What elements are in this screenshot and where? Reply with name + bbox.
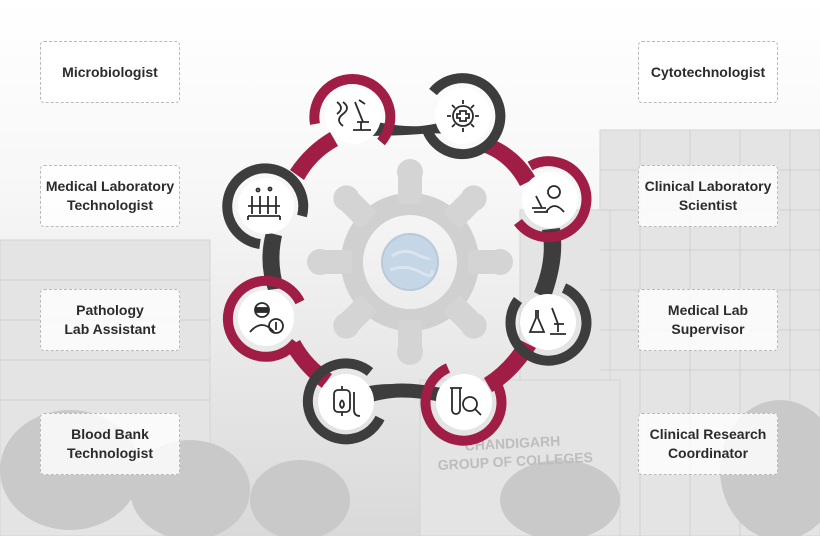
node-flasks-microscope	[505, 283, 592, 366]
node-dna-microscope	[309, 74, 396, 146]
test-tube-rack-icon	[247, 186, 281, 220]
career-label: Pathology Lab Assistant	[64, 302, 156, 337]
node-test-tube-rack	[222, 163, 309, 249]
node-scientist-microscope	[514, 156, 592, 243]
lab-assistant-icon	[249, 302, 284, 334]
career-label: Clinical Laboratory Scientist	[644, 178, 772, 213]
career-label: Medical Laboratory Technologist	[45, 178, 175, 213]
scientist-microscope-icon	[532, 185, 565, 213]
career-label: Medical Lab Supervisor	[667, 302, 749, 337]
career-label: Blood Bank Technologist	[66, 426, 154, 461]
career-card-medical-lab-supervisor: Medical Lab Supervisor	[638, 289, 778, 351]
career-card-clinical-laboratory-scientist: Clinical Laboratory Scientist	[638, 165, 778, 227]
node-lab-assistant	[222, 275, 305, 362]
career-card-blood-bank-technologist: Blood Bank Technologist	[40, 413, 180, 475]
dna-microscope-icon	[336, 99, 371, 131]
node-test-tube-magnifier	[420, 363, 507, 446]
blood-bag-icon	[333, 386, 361, 417]
central-gear-graphic	[307, 159, 513, 365]
node-blood-bag	[302, 358, 385, 445]
career-card-cytotechnologist: Cytotechnologist	[638, 41, 778, 103]
career-card-clinical-research-coordinator: Clinical Research Coordinator	[638, 413, 778, 475]
career-card-microbiologist: Microbiologist	[40, 41, 180, 103]
career-card-pathology-lab-assistant: Pathology Lab Assistant	[40, 289, 180, 351]
career-label: Microbiologist	[62, 63, 158, 80]
career-label: Clinical Research Coordinator	[649, 426, 767, 461]
career-label: Cytotechnologist	[650, 63, 766, 80]
career-card-medical-laboratory-technologist: Medical Laboratory Technologist	[40, 165, 180, 227]
node-gear-cross	[422, 73, 506, 160]
test-tube-magnifier-icon	[450, 387, 482, 416]
gear-cross-icon	[447, 100, 479, 132]
flasks-microscope-icon	[528, 307, 566, 335]
